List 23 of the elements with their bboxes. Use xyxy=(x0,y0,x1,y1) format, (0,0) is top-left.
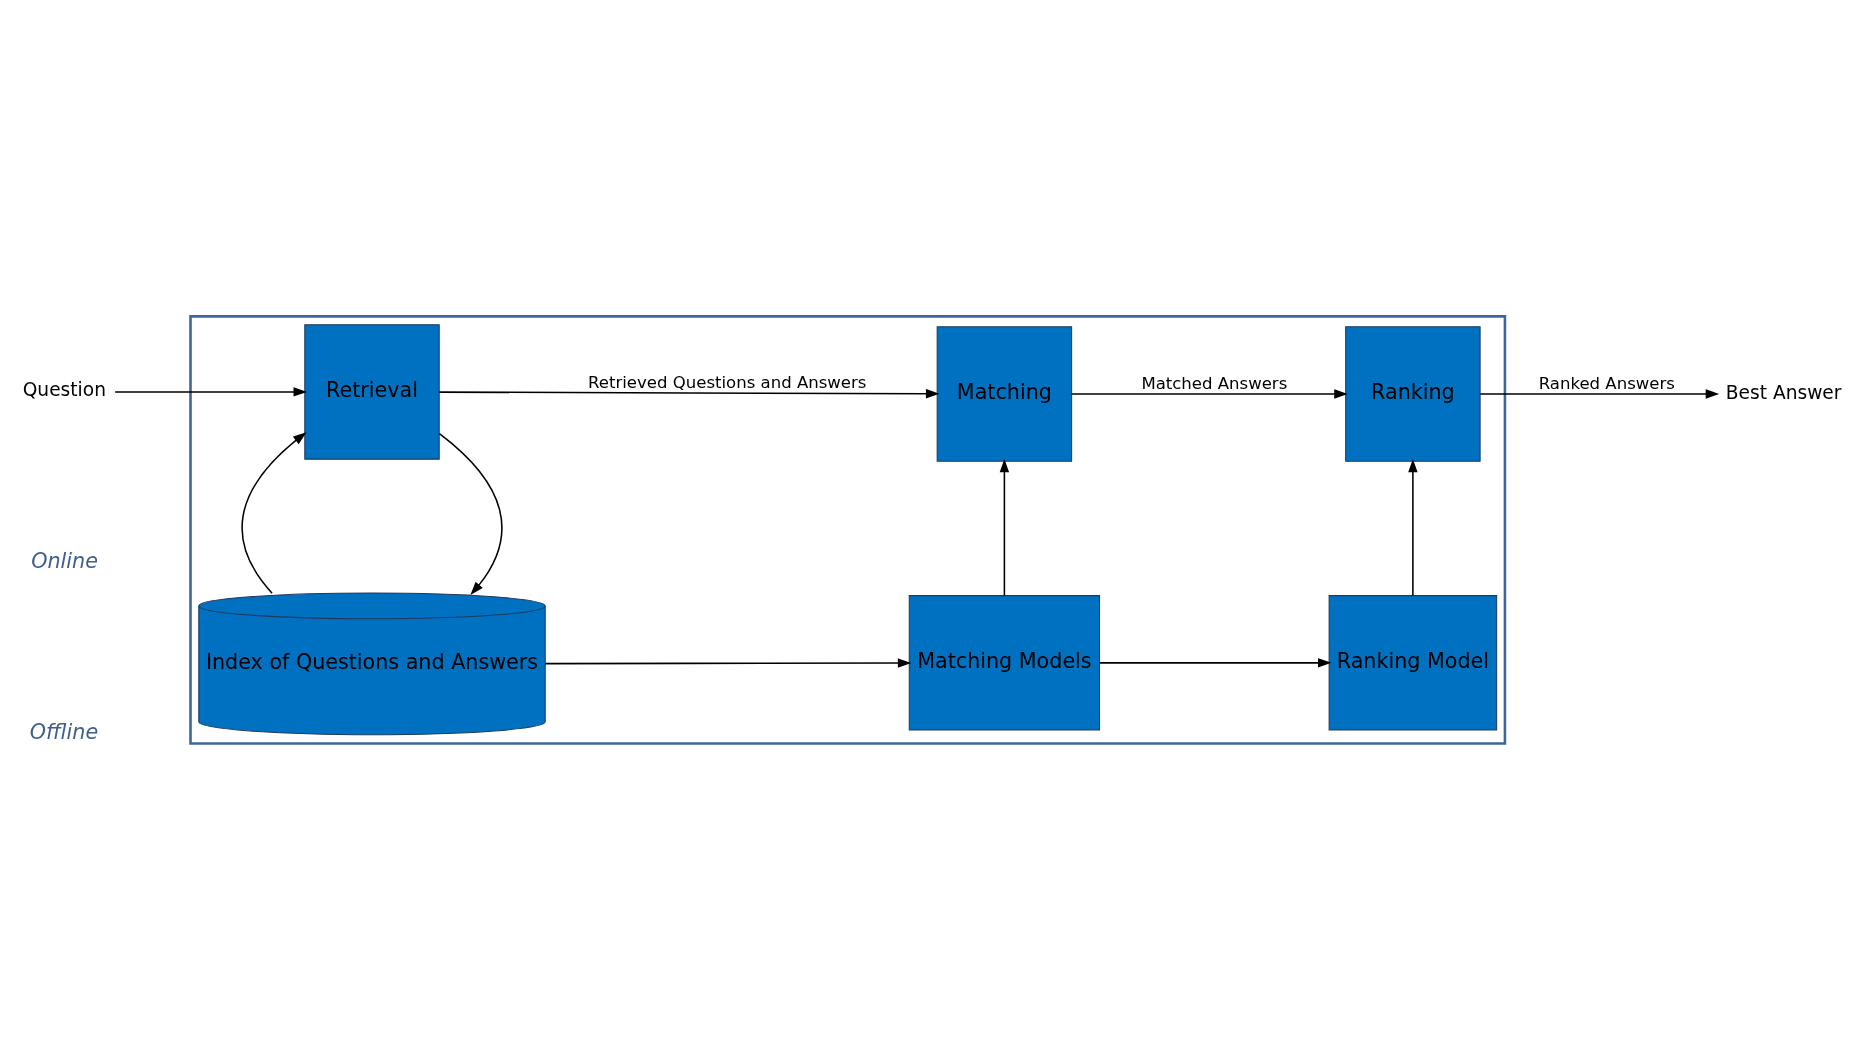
edge-label: Retrieved Questions and Answers xyxy=(588,372,867,392)
node-box: Matching Models xyxy=(908,594,1101,731)
edge-label: Ranked Answers xyxy=(1538,373,1675,393)
arrow xyxy=(114,386,307,397)
node-box: Matching xyxy=(936,325,1073,462)
edge-label: Matched Answers xyxy=(1141,373,1288,393)
arrow xyxy=(438,432,503,595)
label: Offline xyxy=(29,719,99,744)
node-box: Ranking Model xyxy=(1328,594,1498,731)
node-text: Question xyxy=(22,378,106,400)
cluster xyxy=(189,314,1507,745)
arrow xyxy=(999,458,1010,596)
node-text: Best Answer xyxy=(1725,381,1842,403)
arrow xyxy=(1098,657,1332,668)
arrow xyxy=(1070,388,1348,399)
arrow xyxy=(1479,388,1720,399)
arrow xyxy=(544,657,912,668)
arrow xyxy=(438,388,940,398)
arrow xyxy=(241,431,307,594)
node-box: Retrieval xyxy=(304,323,440,460)
label: Online xyxy=(31,548,98,573)
arrow xyxy=(1408,458,1418,596)
node-box: Ranking xyxy=(1345,325,1481,462)
